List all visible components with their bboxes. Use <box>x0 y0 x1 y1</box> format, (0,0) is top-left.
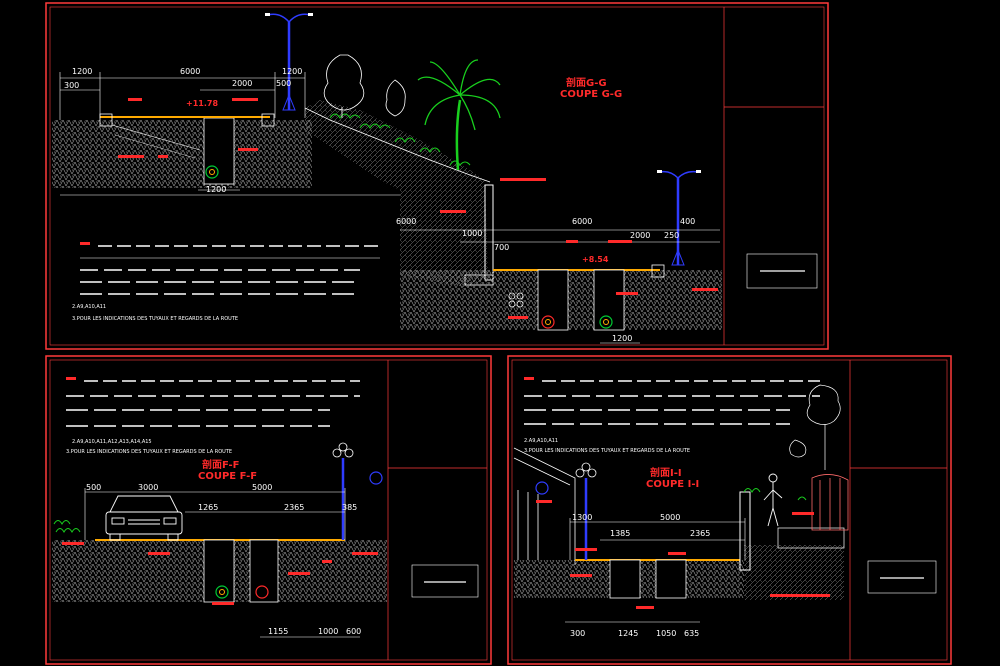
slope-shrubs <box>329 113 471 166</box>
dim-label: 1200 <box>206 185 226 194</box>
dim-label: 6000 <box>180 67 200 76</box>
sheet-g-frame <box>45 2 829 350</box>
note-line: 2.A9,A10,A11 <box>72 304 106 310</box>
elevation-label: +8.54 <box>582 255 609 264</box>
dim-label: 1155 <box>268 627 288 636</box>
elevation-label: +11.78 <box>186 99 218 108</box>
annotation-marks <box>536 500 830 609</box>
annotation-marks <box>118 98 718 319</box>
section-title-cn: 剖面F-F <box>202 458 240 471</box>
slope-hatch <box>305 100 488 288</box>
dim-label: 2000 <box>232 79 252 88</box>
sheet-g-title-block <box>746 253 818 289</box>
street-lamp-icon <box>657 170 701 266</box>
dim-label: 250 <box>664 231 679 240</box>
sheet-g: 1200 300 6000 2000 500 1200 6000 1000 60… <box>45 2 829 350</box>
street-lamp-icon <box>575 462 597 560</box>
sheet-f: 500 3000 5000 1265 2365 385 1155 1000 60… <box>45 355 492 665</box>
tree-icon <box>323 54 406 118</box>
sheet-i-frame <box>507 355 952 665</box>
dim-label: 300 <box>570 629 585 638</box>
person-icon <box>763 473 783 527</box>
sheet-g-notes: 2.A9,A10,A11 3.POUR LES INDICATIONS DES … <box>72 242 380 322</box>
dim-label: 400 <box>680 217 695 226</box>
car-icon <box>105 495 183 541</box>
sheet-f-notes: 2.A9,A10,A11,A12,A13,A14,A15 3.POUR LES … <box>66 377 360 455</box>
retaining-wall <box>739 491 751 571</box>
dim-label: 3000 <box>138 483 158 492</box>
dim-label: 1200 <box>72 67 92 76</box>
dim-label: 500 <box>276 79 291 88</box>
dim-label: 700 <box>494 243 509 252</box>
trench <box>203 117 235 185</box>
tree-icon <box>789 384 841 470</box>
dim-label: 1300 <box>572 513 592 522</box>
note-line: 2.A9,A10,A11 <box>524 438 558 444</box>
house-icon <box>513 447 576 565</box>
sheet-i-notes: 2.A9,A10,A11 3.POUR LES INDICATIONS DES … <box>524 377 820 454</box>
dim-label: 6000 <box>572 217 592 226</box>
sheet-i: 1300 1385 5000 2365 300 1245 1050 635 剖面… <box>507 355 952 665</box>
note-line: 3.POUR LES INDICATIONS DES TUYAUX ET REG… <box>66 449 232 455</box>
section-title-fr: COUPE I-I <box>646 479 699 490</box>
dim-label: 2365 <box>690 529 710 538</box>
dim-label: 1000 <box>318 627 338 636</box>
dim-label: 2365 <box>284 503 304 512</box>
section-title-fr: COUPE F-F <box>198 471 257 482</box>
shrub-icon <box>743 488 807 501</box>
dim-label: 1000 <box>462 229 482 238</box>
dim-label: 1245 <box>618 629 638 638</box>
dim-label: 300 <box>64 81 79 90</box>
dim-label: 500 <box>86 483 101 492</box>
section-title-cn: 剖面I-I <box>650 466 682 479</box>
ground-hatch-left <box>52 120 312 188</box>
dim-label: 600 <box>346 627 361 636</box>
dim-label: 1265 <box>198 503 218 512</box>
sheet-i-title-block <box>867 560 937 594</box>
pipe <box>205 165 219 179</box>
street-lamp-icon <box>332 442 354 540</box>
dim-label: 635 <box>684 629 699 638</box>
palm-tree-icon <box>417 59 501 171</box>
note-line: 2.A9,A10,A11,A12,A13,A14,A15 <box>72 439 152 445</box>
street-lamp-icon <box>265 13 313 111</box>
section-title-fr: COUPE G-G <box>560 89 622 100</box>
shrub-icon <box>53 520 81 534</box>
dim-label: 2000 <box>630 231 650 240</box>
dim-label: 1050 <box>656 629 676 638</box>
sheet-f-frame <box>45 355 492 665</box>
note-line: 3.POUR LES INDICATIONS DES TUYAUX ET REG… <box>524 448 690 454</box>
dim-label: 1385 <box>610 529 630 538</box>
sheet-f-dims: 500 3000 5000 1265 2365 385 1155 1000 60… <box>86 483 361 636</box>
dim-label: 385 <box>342 503 357 512</box>
sheet-g-dims: 1200 300 6000 2000 500 1200 6000 1000 60… <box>64 67 695 343</box>
annotation-marks <box>62 542 378 605</box>
sheet-i-dims: 1300 1385 5000 2365 300 1245 1050 635 <box>570 513 710 638</box>
dim-label: 5000 <box>660 513 680 522</box>
dim-label: 5000 <box>252 483 272 492</box>
sheet-f-title-block <box>411 564 479 598</box>
dim-label: 1200 <box>612 334 632 343</box>
note-line: 3.POUR LES INDICATIONS DES TUYAUX ET REG… <box>72 316 238 322</box>
section-title-cn: 剖面G-G <box>566 76 607 89</box>
dim-label: 6000 <box>396 217 416 226</box>
dim-label: 1200 <box>282 67 302 76</box>
